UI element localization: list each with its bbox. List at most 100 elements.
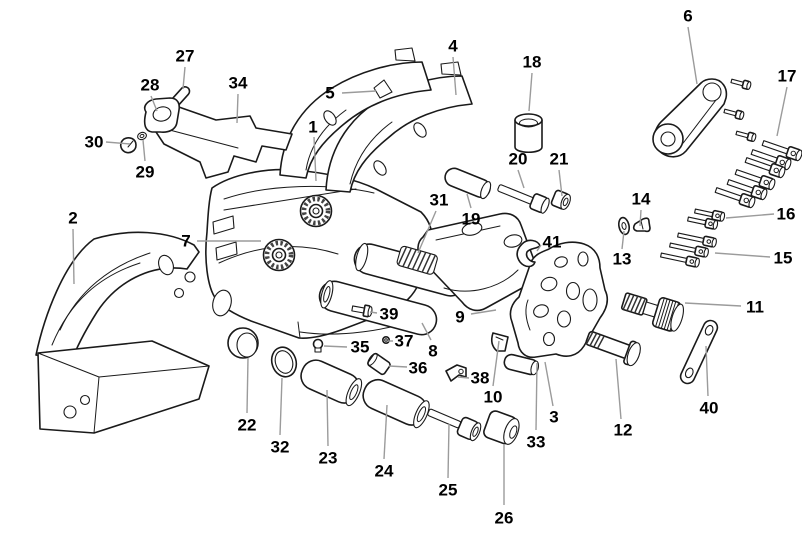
part-15-bolt-set	[660, 232, 717, 268]
part-4-brake-pad-inner	[325, 61, 473, 193]
part-16-bolt-set	[687, 208, 726, 230]
part-5-brake-pad-outer	[279, 47, 432, 179]
caliper-roller-lower	[262, 238, 296, 272]
callout-line-27	[182, 66, 186, 90]
callout-line-24	[383, 404, 388, 460]
part-35-ball-stud	[312, 338, 324, 353]
callout-5: 5	[325, 84, 334, 103]
callout-16: 16	[777, 205, 796, 224]
callout-13: 13	[613, 250, 632, 269]
part-6-bolt	[723, 108, 745, 120]
callout-1: 1	[308, 118, 317, 137]
callout-line-4	[452, 56, 457, 96]
callout-26: 26	[495, 509, 514, 528]
callout-line-15	[714, 252, 771, 258]
callout-line-40	[705, 345, 709, 397]
callout-line-30	[105, 141, 131, 145]
callout-line-2	[72, 228, 75, 285]
callout-24: 24	[375, 462, 394, 481]
part-30-clip-ball	[119, 137, 137, 154]
callout-23: 23	[319, 449, 338, 468]
part-34-retainer-plate	[147, 105, 293, 179]
callout-17: 17	[778, 67, 797, 86]
callout-32: 32	[271, 438, 290, 457]
part-14-clip	[632, 217, 651, 233]
callout-25: 25	[439, 481, 458, 500]
callout-10: 10	[484, 388, 503, 407]
part-29-ring	[137, 131, 147, 141]
callout-14: 14	[632, 190, 651, 209]
callout-line-13	[621, 230, 625, 250]
callout-line-28	[150, 95, 158, 112]
callout-line-9	[470, 309, 497, 315]
callout-line-22	[246, 357, 249, 414]
callout-36: 36	[409, 359, 428, 378]
callout-40: 40	[700, 399, 719, 418]
part-6-bolt	[735, 130, 757, 142]
part-26-roller-nut	[483, 410, 520, 445]
callout-line-29	[142, 139, 146, 162]
callout-11: 11	[746, 298, 764, 317]
callout-35: 35	[351, 338, 370, 357]
callout-line-19	[466, 193, 472, 209]
callout-39: 39	[380, 305, 399, 324]
callout-line-31	[417, 210, 437, 254]
callout-line-41	[536, 244, 542, 252]
callout-3: 3	[549, 408, 558, 427]
part-18-bushing-cup	[514, 113, 543, 154]
part-17-bolt-set	[714, 140, 802, 209]
part-12-bolt	[585, 330, 641, 367]
callout-line-17	[776, 86, 788, 137]
callout-27: 27	[176, 47, 195, 66]
part-20-bolt	[497, 184, 550, 214]
callout-line-23	[326, 389, 329, 447]
callout-line-33	[535, 362, 538, 431]
callout-38: 38	[471, 369, 490, 388]
callout-28: 28	[141, 76, 160, 95]
callout-9: 9	[455, 308, 464, 327]
callout-line-20	[517, 169, 525, 189]
part-28-clamp	[143, 97, 181, 133]
callout-line-11	[684, 302, 742, 307]
callout-line-25	[447, 423, 450, 479]
part-37-ball	[381, 335, 390, 344]
callout-line-32	[279, 377, 283, 436]
callout-30: 30	[85, 133, 104, 152]
callout-line-1	[313, 136, 317, 182]
part-2-carrier-bracket	[35, 231, 210, 434]
part-11-adjuster	[620, 292, 685, 332]
part-22-cap	[227, 327, 259, 359]
part-40-link-strap	[679, 319, 719, 385]
callout-7: 7	[181, 232, 190, 251]
callout-line-3	[544, 361, 554, 407]
callout-22: 22	[238, 416, 257, 435]
callout-2: 2	[68, 209, 77, 228]
callout-8: 8	[428, 342, 437, 361]
part-38-bracket	[445, 364, 467, 382]
callout-34: 34	[229, 74, 248, 93]
part-9-crosshead-bridge	[353, 212, 536, 312]
part-36-roll-pin	[367, 352, 391, 376]
callout-line-16	[725, 213, 775, 219]
callout-6: 6	[683, 7, 692, 26]
part-3-caliper-inner-half	[509, 241, 608, 359]
callout-line-14	[639, 209, 642, 227]
part-13-washer	[617, 216, 631, 236]
part-6-lever-arm	[652, 78, 757, 158]
callout-29: 29	[136, 163, 155, 182]
callout-41: 41	[543, 233, 562, 252]
callout-19: 19	[462, 210, 481, 229]
callout-18: 18	[523, 53, 542, 72]
caliper-roller-upper	[299, 194, 333, 228]
callout-line-38	[457, 376, 470, 379]
callout-line-8	[421, 322, 432, 341]
part-24-piston-sleeve	[362, 378, 430, 429]
callout-37: 37	[395, 332, 414, 351]
callout-line-12	[615, 358, 622, 420]
callout-12: 12	[614, 421, 633, 440]
part-32-o-ring	[270, 346, 298, 378]
part-31-spring	[396, 245, 438, 275]
